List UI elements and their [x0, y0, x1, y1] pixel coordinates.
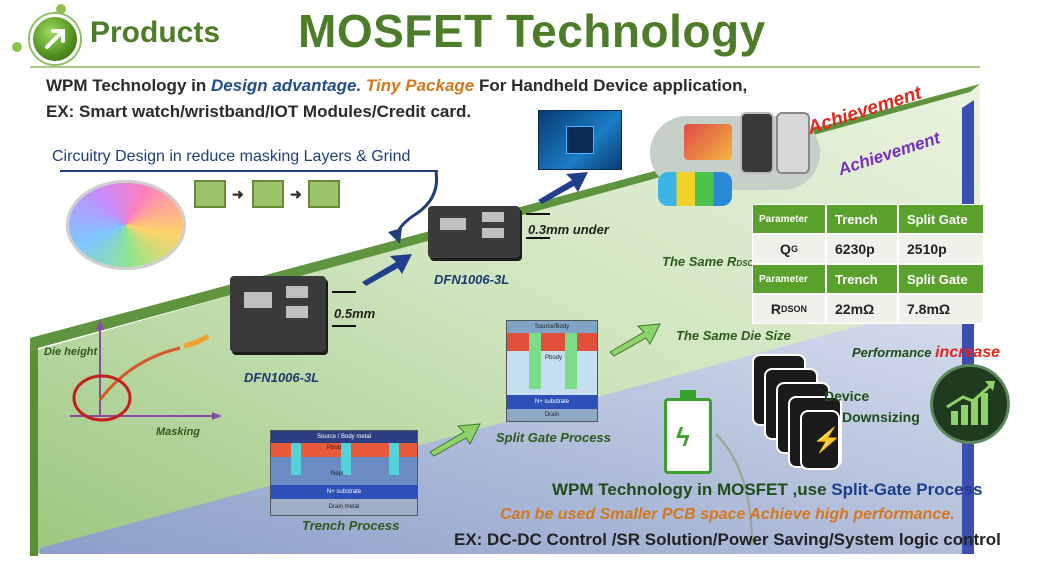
table-cell: 6230p — [826, 234, 898, 264]
table-header-cell: Trench — [826, 264, 898, 294]
dfn-package-small — [428, 206, 520, 258]
circuitry-underline — [60, 170, 438, 172]
intro-line-1: WPM Technology in Design advantage. Tiny… — [46, 76, 748, 95]
downsizing-label: Downsizing — [842, 409, 920, 425]
step-arrow-icon — [538, 172, 588, 204]
dimension-bracket-small — [526, 213, 550, 239]
section-title: Products — [90, 16, 221, 49]
growth-chart-icon — [930, 364, 1010, 444]
process-arrow-icon — [429, 423, 481, 457]
trench-process-label: Trench Process — [302, 518, 400, 533]
die-height-graph — [70, 320, 222, 422]
logo-arrow-icon — [30, 14, 80, 64]
split-gate-image: Source/Body Pbody N+ substrate Drain — [506, 320, 598, 422]
arrow-right-icon: ➜ — [290, 186, 302, 202]
table-header-cell: Split Gate — [898, 264, 984, 294]
table-header-cell: Parameter — [752, 204, 826, 234]
phone-icon — [776, 112, 810, 174]
header-divider — [30, 66, 980, 68]
table-cell: 7.8mΩ — [898, 294, 984, 324]
table-cell: 2510p — [898, 234, 984, 264]
table-header-row: Parameter Trench Split Gate — [752, 264, 984, 294]
trench-process-image: Source / Body metal Pbody Nepi N+ substr… — [270, 430, 418, 516]
package-label-large: DFN1006-3L — [244, 370, 320, 385]
process-arrow-icon — [609, 323, 661, 357]
bottom-line-1: WPM Technology in MOSFET ,use Split-Gate… — [552, 480, 983, 499]
performance-label: Performance increase — [852, 344, 1001, 361]
credit-card-icon — [684, 124, 732, 160]
pcb-chip-icon — [252, 180, 284, 208]
same-rdson-label: The Same RDSON — [662, 254, 760, 269]
device-label: Device — [824, 388, 870, 404]
bottom-line-3: EX: DC-DC Control /SR Solution/Power Sav… — [454, 530, 1001, 549]
device-charge-icon: ⚡ — [800, 410, 842, 470]
chip-core-icon — [566, 126, 594, 154]
circuitry-caption: Circuitry Design in reduce masking Layer… — [52, 148, 411, 165]
table-header-cell: Split Gate — [898, 204, 984, 234]
graph-ylabel: Die height — [44, 346, 98, 358]
package-label-small: DFN1006-3L — [434, 272, 510, 287]
wafer-image — [66, 180, 186, 270]
battery-charge-icon — [664, 398, 712, 474]
graph-xlabel: Masking — [156, 426, 201, 438]
dimension-small: 0.3mm under — [528, 222, 609, 237]
table-cell: 22mΩ — [826, 294, 898, 324]
logo-dot-left — [12, 42, 22, 52]
wristband-icon — [658, 172, 732, 206]
table-header-row: Parameter Trench Split Gate — [752, 204, 984, 234]
green-band — [30, 84, 980, 556]
arrow-right-icon: ➜ — [232, 186, 244, 202]
battery-tip — [680, 390, 696, 398]
intro-line-2: EX: Smart watch/wristband/IOT Modules/Cr… — [46, 102, 472, 121]
pcb-chip-icon — [308, 180, 340, 208]
dimension-large: 0.5mm — [334, 306, 376, 321]
table-header-cell: Trench — [826, 204, 898, 234]
table-header-cell: Parameter — [752, 264, 826, 294]
step-arrow-icon — [362, 254, 412, 286]
curved-arrow-icon — [388, 171, 439, 244]
phone-icon — [740, 112, 774, 174]
logo-dot-top — [56, 4, 66, 14]
dimension-bracket-large — [332, 291, 356, 327]
dfn-package-large — [230, 276, 326, 352]
connector-curve — [715, 433, 753, 547]
charge-bolt-icon: ϟ — [676, 422, 690, 452]
bottom-line-2: Can be used Smaller PCB space Achieve hi… — [500, 506, 955, 523]
split-gate-label: Split Gate Process — [496, 430, 611, 445]
pcb-chip-icon — [194, 180, 226, 208]
page-title: MOSFET Technology — [298, 5, 766, 57]
same-die-size-label: The Same Die Size — [676, 328, 791, 343]
